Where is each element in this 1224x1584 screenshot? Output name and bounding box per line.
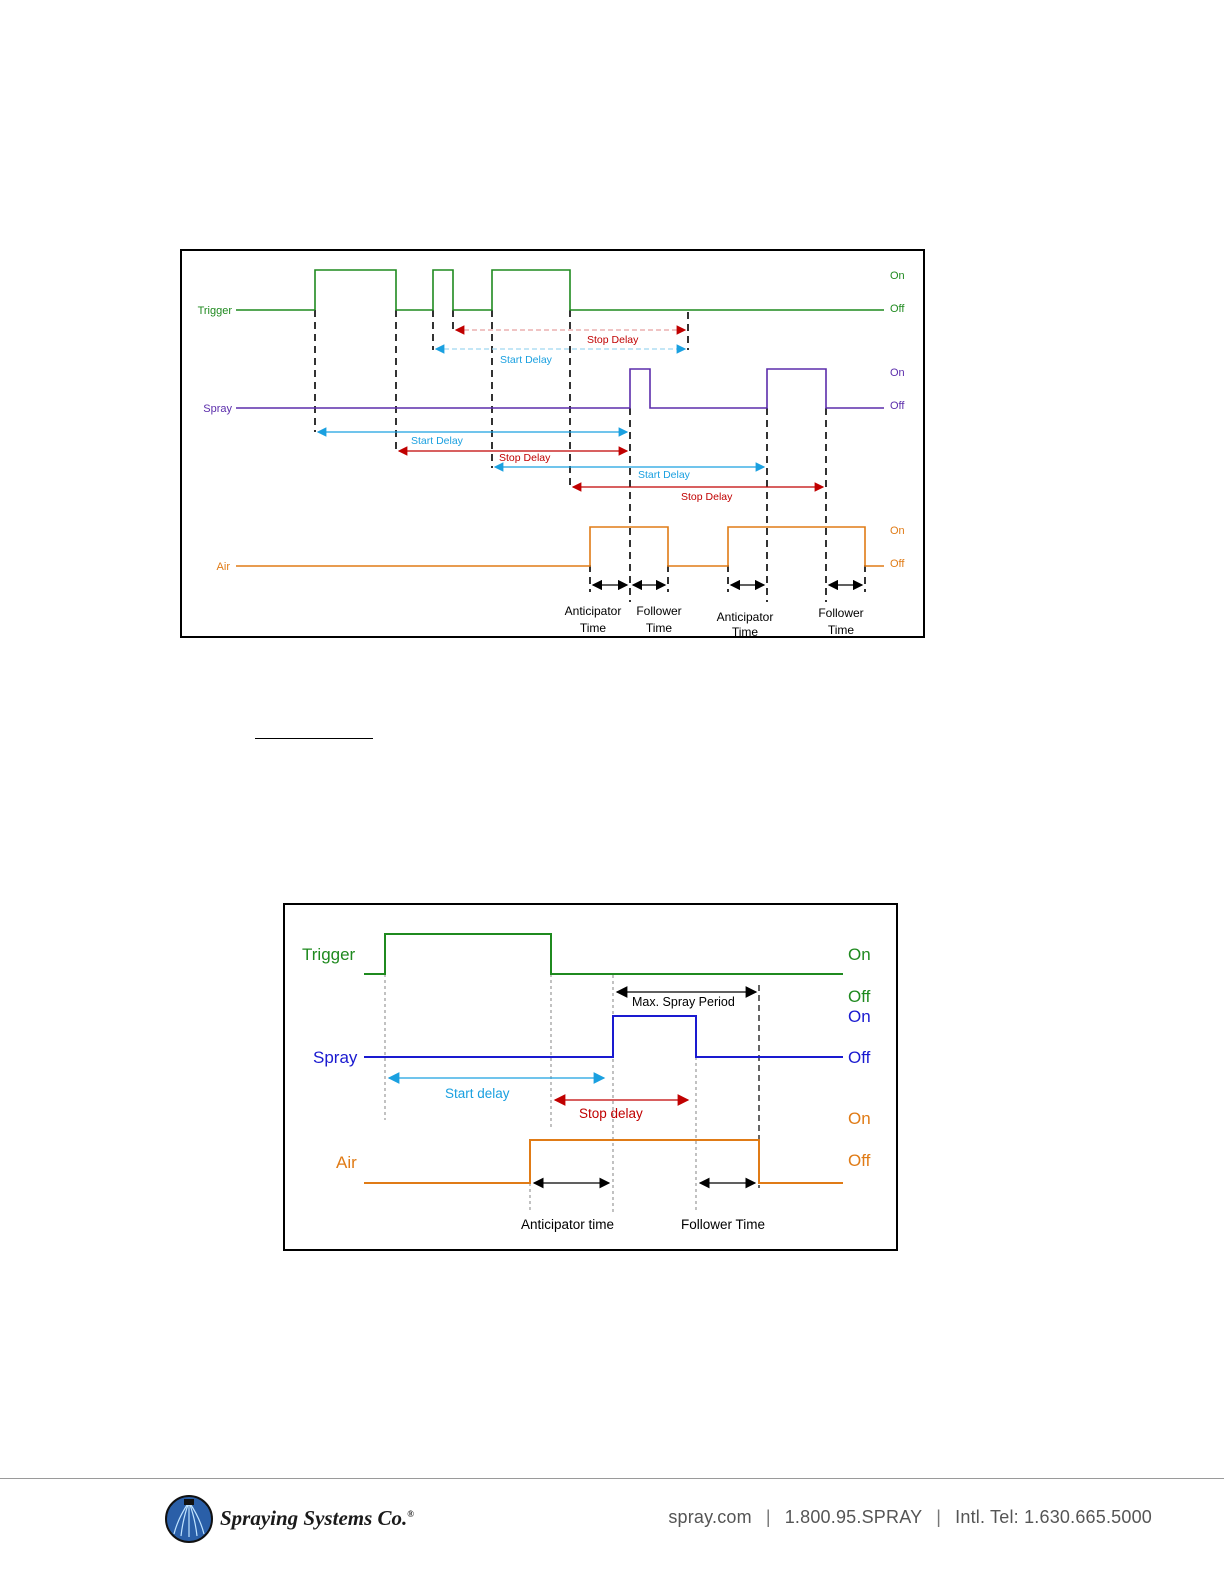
trigger-waveform-2 — [364, 933, 843, 975]
contact-info: spray.com | 1.800.95.SPRAY | Intl. Tel: 1.63… — [668, 1507, 1152, 1528]
stop-delay-label-3: Stop Delay — [681, 491, 733, 503]
anticipator-label-2a: Anticipator — [717, 610, 774, 624]
timing-diagram-2: Trigger On Off Max. Spray Period Spray O… — [283, 903, 898, 1251]
stop-delay-label-d2: Stop delay — [579, 1106, 643, 1121]
trigger-off-label: Off — [890, 303, 905, 315]
trigger-on-label: On — [890, 270, 905, 282]
air-off-label-2: Off — [848, 1151, 871, 1170]
stop-delay-label-1: Stop Delay — [587, 334, 639, 346]
spray-label: Spray — [203, 403, 232, 415]
spray-label-2: Spray — [313, 1048, 358, 1067]
diagram-2-frame — [283, 903, 898, 1251]
start-delay-label-3: Start Delay — [638, 469, 691, 481]
trigger-label: Trigger — [198, 305, 233, 317]
air-label: Air — [217, 561, 231, 573]
air-waveform — [236, 526, 884, 567]
footer-divider — [0, 1478, 1224, 1479]
trigger-off-label-2: Off — [848, 987, 871, 1006]
separator: | — [936, 1507, 942, 1527]
follower-label-2a: Follower — [818, 606, 863, 620]
follower-label-2b: Time — [828, 623, 855, 637]
anticipator-label-1a: Anticipator — [565, 604, 622, 618]
start-delay-label-d2: Start delay — [445, 1086, 510, 1101]
air-off-label: Off — [890, 558, 905, 570]
spray-off-label-2: Off — [848, 1048, 871, 1067]
air-waveform-2 — [364, 1139, 843, 1184]
anticipator-time-label-d2: Anticipator time — [521, 1217, 614, 1232]
max-spray-period-label: Max. Spray Period — [632, 995, 735, 1009]
anticipator-label-1b: Time — [580, 621, 607, 635]
follower-label-1a: Follower — [636, 604, 681, 618]
anticipator-label-2b: Time — [732, 625, 759, 639]
diagram-1-guides — [314, 310, 866, 602]
separator: | — [765, 1507, 771, 1527]
spray-on-label-2: On — [848, 1007, 871, 1026]
company-logo: Spraying Systems Co.® — [164, 1494, 464, 1548]
follower-label-1b: Time — [646, 621, 673, 635]
spray-off-label: Off — [890, 400, 905, 412]
air-on-label: On — [890, 525, 905, 537]
phone-text: 1.800.95.SPRAY — [784, 1507, 923, 1527]
company-name: Spraying Systems Co.® — [220, 1506, 415, 1530]
intl-phone-text: Intl. Tel: 1.630.665.5000 — [955, 1507, 1152, 1527]
spray-waveform-2 — [364, 1015, 843, 1058]
start-delay-label-1: Start Delay — [500, 354, 553, 366]
spray-on-label: On — [890, 367, 905, 379]
diagram-1-frame — [180, 249, 925, 638]
follower-time-label-d2: Follower Time — [681, 1217, 765, 1232]
stop-delay-label-2: Stop Delay — [499, 452, 551, 464]
start-delay-label-2: Start Delay — [411, 435, 464, 447]
air-on-label-2: On — [848, 1109, 871, 1128]
spray-waveform — [236, 368, 884, 409]
website-text: spray.com — [668, 1507, 752, 1527]
section-underline — [255, 738, 373, 739]
timing-diagram-1: Trigger On Off Stop Delay Start Delay Sp… — [180, 249, 925, 660]
trigger-waveform — [314, 269, 884, 311]
air-label-2: Air — [336, 1153, 357, 1172]
trigger-label-2: Trigger — [302, 945, 356, 964]
trigger-on-label-2: On — [848, 945, 871, 964]
spray-logo-icon — [165, 1495, 213, 1543]
